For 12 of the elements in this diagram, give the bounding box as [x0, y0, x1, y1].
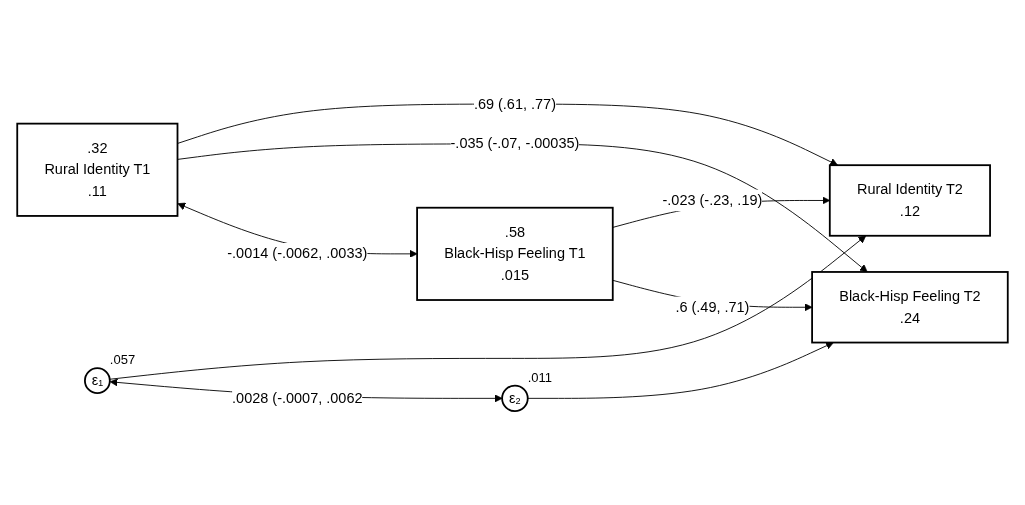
- node-circle: ε₂: [501, 384, 529, 413]
- node-box: Rural Identity T2 .12: [828, 164, 991, 237]
- edge-label: -.023 (-.23, .19): [662, 192, 763, 208]
- edge-label: .69 (.61, .77): [473, 96, 556, 112]
- node-circle: ε₁: [84, 367, 111, 395]
- edge-label: .6 (.49, .71): [675, 299, 750, 315]
- node-box: .58 Black-Hisp Feeling T1 .015: [416, 207, 614, 302]
- edge-label: .0028 (-.0007, .0062: [232, 390, 363, 406]
- node-box: Black-Hisp Feeling T2 .24: [811, 271, 1009, 344]
- edge-label: -.0014 (-.0062, .0033): [227, 246, 368, 262]
- node-box: .32 Rural Identity T1 .11: [16, 123, 179, 218]
- edge-label: -.035 (-.07, -.00035): [450, 136, 580, 152]
